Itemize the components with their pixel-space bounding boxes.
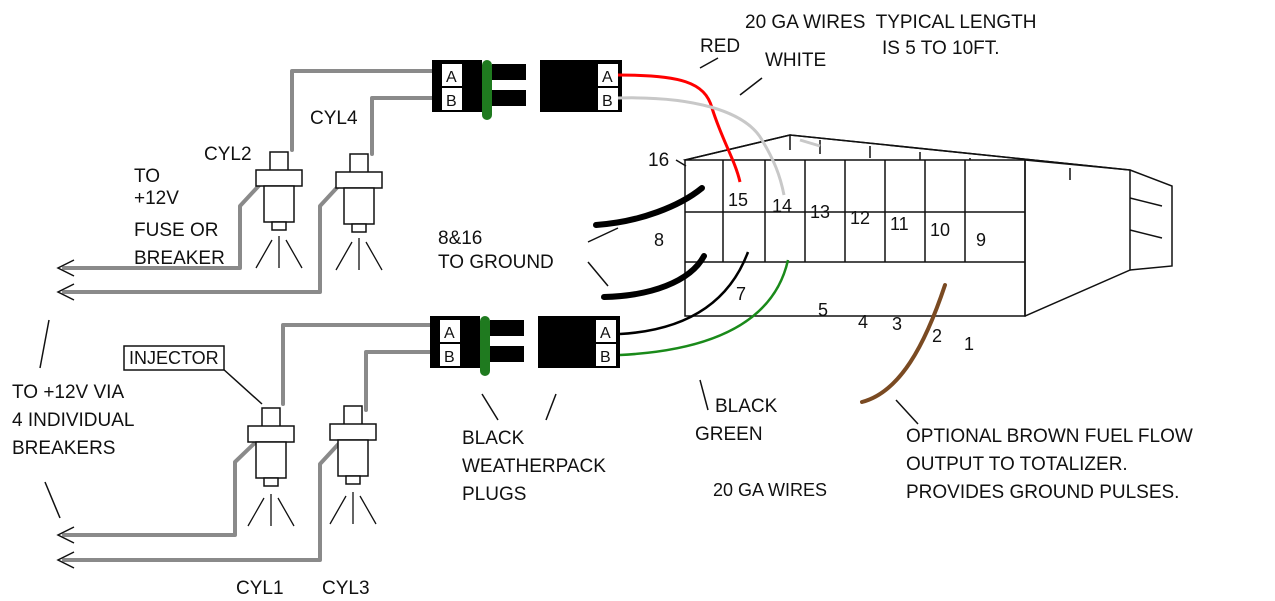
pin-3: 3 [892, 314, 902, 334]
labels: 20 GA WIRES TYPICAL LENGTH IS 5 TO 10FT.… [12, 12, 1193, 599]
leader-lines [221, 57, 919, 425]
pin-2: 2 [932, 326, 942, 346]
green-wire [619, 259, 790, 357]
white-wire [617, 96, 786, 196]
green-wire-label: GREEN [695, 424, 763, 445]
cyl3-label: CYL3 [322, 578, 370, 599]
ecu-connector [682, 134, 1173, 317]
connector-letter-b: B [446, 93, 457, 110]
weatherpack-plug-top-left: A B [432, 60, 526, 120]
brown-wire [860, 283, 947, 404]
optional-output-label: OPTIONAL BROWN FUEL FLOW [906, 426, 1193, 447]
connector-letter-b: B [444, 349, 455, 366]
optional-output-label-3: PROVIDES GROUND PULSES. [906, 482, 1179, 503]
connector-letter-a: A [444, 325, 455, 342]
connector-letter-b: B [600, 349, 611, 366]
white-wire-top [799, 138, 821, 148]
weatherpack-plug-bottom-left: A B [430, 316, 524, 376]
pin-12: 12 [850, 208, 870, 228]
via-label: TO +12V VIA [12, 382, 124, 403]
pin-16: 16 [648, 150, 669, 171]
weatherpack-plug-top-right: A B [540, 60, 622, 112]
arrowheads [39, 259, 75, 569]
cyl1-label: CYL1 [236, 578, 284, 599]
weatherpack-label: WEATHERPACK [462, 456, 606, 477]
pin-15: 15 [728, 190, 748, 210]
connector-letter-b: B [602, 93, 613, 110]
connector-letter-a: A [600, 325, 611, 342]
ground-wire-16 [593, 185, 705, 228]
plugs-label: PLUGS [462, 484, 526, 505]
black-plug-label: BLACK [462, 428, 525, 449]
pin-14: 14 [772, 196, 792, 216]
injector-cyl3 [329, 405, 377, 525]
wires-20ga-label: 20 GA WIRES [713, 480, 827, 500]
red-label: RED [700, 36, 740, 57]
white-label: WHITE [765, 50, 826, 71]
pin-4: 4 [858, 312, 868, 332]
injector-label: INJECTOR [129, 348, 219, 368]
ground-label: 8&16 [438, 228, 482, 249]
ground-wire-8 [601, 253, 707, 300]
optional-output-label-2: OUTPUT TO TOTALIZER. [906, 454, 1128, 475]
via-label-2: 4 INDIVIDUAL [12, 410, 134, 431]
connector-letter-a: A [602, 69, 613, 86]
to-label: TO [134, 166, 160, 187]
breaker-label: BREAKER [134, 248, 225, 269]
plus12v-label: +12V [134, 188, 179, 209]
cyl4-label: CYL4 [310, 108, 358, 129]
pin-8: 8 [654, 230, 664, 250]
pin-9: 9 [976, 230, 986, 250]
signal-wires [593, 73, 947, 404]
pin-10: 10 [930, 220, 950, 240]
pin-11: 11 [890, 214, 909, 234]
pin-numbers: 16 15 14 13 12 11 10 9 8 7 5 4 3 2 1 [648, 150, 986, 354]
black-wire-label: BLACK [715, 396, 778, 417]
wire-length-note-2: IS 5 TO 10FT. [882, 38, 1000, 59]
pin-5: 5 [818, 300, 828, 320]
pin-7: 7 [736, 284, 746, 304]
connector-letter-a: A [446, 69, 457, 86]
weatherpack-plug-bottom-right: A B [538, 316, 620, 368]
injector-cyl1 [247, 407, 295, 527]
wire-length-note: 20 GA WIRES TYPICAL LENGTH [745, 12, 1036, 33]
pin-1: 1 [964, 334, 974, 354]
pin-13: 13 [810, 202, 830, 222]
injector-cyl4 [335, 153, 383, 271]
injector-cyl2 [255, 151, 303, 269]
fuse-or-label: FUSE OR [134, 220, 218, 241]
cyl2-label: CYL2 [204, 144, 252, 165]
injector-wires [62, 69, 434, 562]
via-label-3: BREAKERS [12, 438, 115, 459]
ground-label-2: TO GROUND [438, 252, 554, 273]
black-wire [619, 251, 750, 336]
